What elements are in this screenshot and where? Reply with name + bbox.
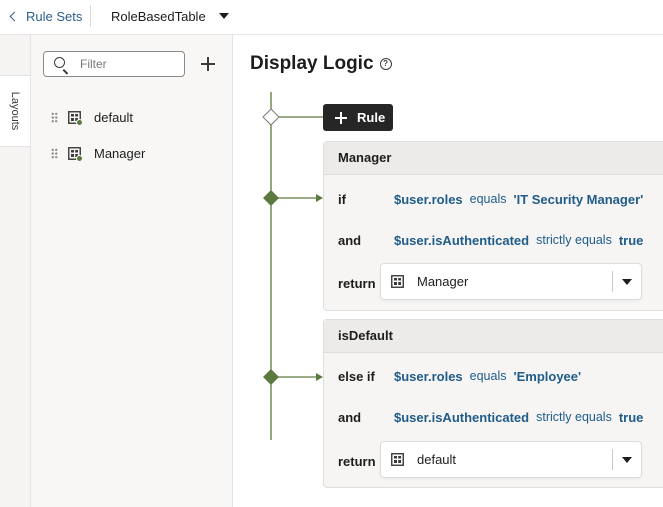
help-icon[interactable]: ? [379, 58, 392, 70]
arrow-icon [316, 194, 323, 202]
rule-name: Manager [324, 142, 663, 175]
condition-value[interactable]: 'Employee' [513, 368, 582, 384]
side-tab-strip: Layouts [0, 35, 31, 507]
rule-card-isdefault[interactable]: isDefault else if $user.roles equals 'Em… [323, 319, 663, 488]
condition-row[interactable]: if $user.roles equals 'IT Security Manag… [338, 189, 643, 209]
condition-variable[interactable]: $user.roles [394, 191, 463, 207]
return-layout-value: default [417, 452, 457, 467]
add-node-diamond [262, 108, 280, 126]
filter-input[interactable] [80, 56, 178, 72]
drag-handle-icon[interactable] [51, 111, 58, 123]
layout-item-default[interactable]: default [51, 107, 133, 127]
plus-icon [335, 111, 347, 124]
layout-icon [391, 453, 404, 469]
layouts-pane: default Manager [31, 35, 233, 507]
divider [90, 5, 91, 27]
return-layout-value: Manager [417, 274, 469, 289]
page-title-row: Display Logic ? [250, 52, 392, 76]
condition-operator[interactable]: equals [469, 192, 507, 206]
filter-field[interactable] [43, 51, 185, 77]
layout-icon [68, 146, 83, 162]
condition-keyword: else if [338, 368, 375, 384]
return-layout-select[interactable]: Manager [380, 263, 642, 300]
condition-row[interactable]: and $user.isAuthenticated strictly equal… [338, 230, 643, 250]
return-layout-select[interactable]: default [380, 441, 642, 478]
layout-item-manager[interactable]: Manager [51, 143, 145, 163]
back-to-rule-sets-link[interactable]: Rule Sets [9, 7, 83, 25]
caret-down-icon[interactable] [622, 279, 632, 285]
rule-node-diamond [263, 369, 279, 385]
condition-row[interactable]: and $user.isAuthenticated strictly equal… [338, 407, 643, 427]
condition-value[interactable]: true [618, 409, 644, 425]
layout-item-label: default [94, 109, 134, 125]
back-label: Rule Sets [26, 8, 83, 24]
layout-item-label: Manager [94, 145, 146, 161]
return-row: return [338, 273, 376, 293]
add-rule-button[interactable]: Rule [323, 104, 393, 131]
rule-card-manager[interactable]: Manager if $user.roles equals 'IT Securi… [323, 141, 663, 311]
select-divider [612, 449, 613, 470]
return-keyword: return [338, 453, 376, 469]
caret-down-icon[interactable] [622, 457, 632, 463]
page-title: Display Logic [250, 53, 374, 74]
status-dot [76, 154, 83, 162]
tab-layouts[interactable]: Layouts [0, 75, 30, 147]
rule-name: isDefault [324, 320, 663, 353]
arrow-icon [316, 373, 323, 381]
condition-keyword: and [338, 232, 362, 248]
add-layout-button[interactable] [198, 54, 218, 74]
return-row: return [338, 451, 376, 471]
table-name: RoleBasedTable [111, 8, 206, 24]
condition-variable[interactable]: $user.isAuthenticated [394, 232, 530, 248]
condition-variable[interactable]: $user.isAuthenticated [394, 409, 530, 425]
search-icon [54, 57, 65, 68]
condition-value[interactable]: 'IT Security Manager' [513, 191, 644, 207]
drag-handle-icon[interactable] [51, 147, 58, 159]
condition-keyword: and [338, 409, 362, 425]
condition-operator[interactable]: equals [469, 369, 507, 383]
layout-icon [391, 275, 404, 291]
condition-operator[interactable]: strictly equals [536, 410, 612, 424]
condition-keyword: if [338, 191, 346, 207]
add-rule-label: Rule [357, 110, 386, 125]
layout-icon [68, 110, 83, 126]
condition-operator[interactable]: strictly equals [536, 233, 612, 247]
table-selector[interactable]: RoleBasedTable [111, 7, 229, 25]
condition-row[interactable]: else if $user.roles equals 'Employee' [338, 366, 581, 386]
select-divider [612, 271, 613, 292]
caret-down-icon [218, 13, 229, 19]
condition-variable[interactable]: $user.roles [394, 368, 463, 384]
top-bar: Rule Sets RoleBasedTable [0, 0, 663, 35]
return-keyword: return [338, 275, 376, 291]
condition-value[interactable]: true [618, 232, 644, 248]
status-dot [76, 118, 83, 126]
rule-node-diamond [263, 190, 279, 206]
